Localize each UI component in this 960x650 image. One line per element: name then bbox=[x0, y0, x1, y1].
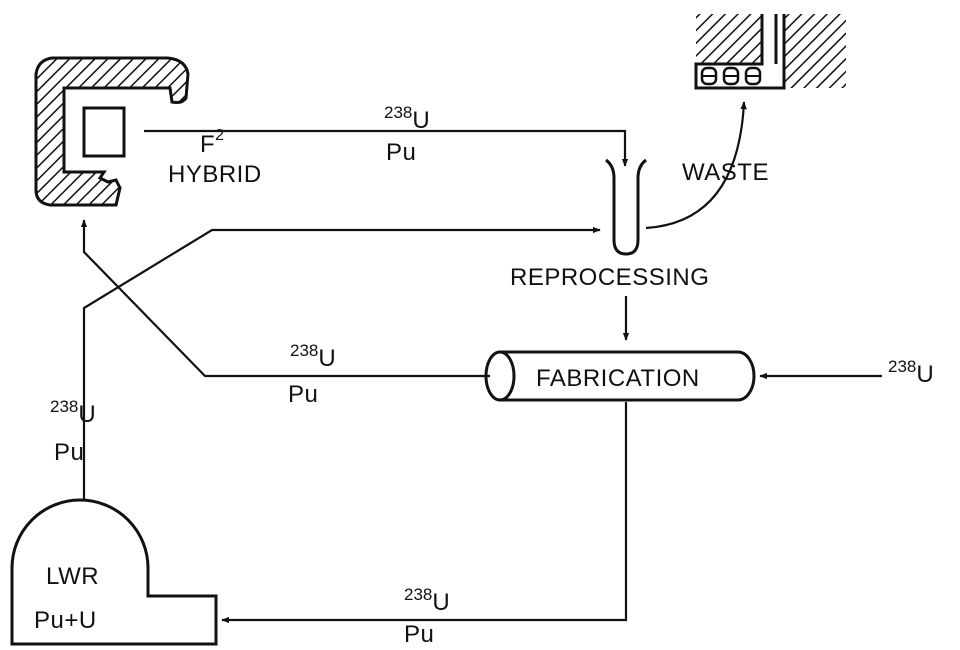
stream-fab-to-hybrid-second: Pu bbox=[288, 381, 318, 408]
hybrid-reactor bbox=[34, 56, 190, 207]
hybrid-core bbox=[82, 106, 126, 158]
fabrication-label: FABRICATION bbox=[536, 365, 700, 392]
flow-reprocessing-to-waste bbox=[645, 101, 747, 230]
stream-feed-isotope: 238U bbox=[888, 357, 934, 388]
waste-canisters bbox=[700, 66, 762, 86]
flow-fabrication-to-lwr bbox=[221, 402, 628, 624]
fabrication-cylinder-end bbox=[484, 350, 516, 402]
stream-fab-to-hybrid-isotope: 238U bbox=[290, 341, 336, 372]
waste-label: WASTE bbox=[682, 159, 769, 186]
flow-fabrication-to-hybrid bbox=[80, 219, 490, 378]
stream-fab-to-lwr-second: Pu bbox=[404, 621, 434, 648]
repository-wall bbox=[694, 14, 786, 90]
waste-repository bbox=[694, 14, 846, 90]
stream-hybrid-out-isotope: 238U bbox=[384, 103, 430, 134]
stream-fab-to-lwr-isotope: 238U bbox=[404, 585, 450, 616]
stream-lwr-out-isotope: 238U bbox=[50, 397, 96, 428]
fabrication-cylinder-body bbox=[500, 350, 756, 402]
hybrid-subtitle: HYBRID bbox=[168, 161, 262, 188]
reprocessing-vessel bbox=[605, 158, 647, 256]
hybrid-shield bbox=[34, 56, 190, 207]
lwr-fuel: Pu+U bbox=[34, 607, 97, 634]
flow-lwr-to-reprocessing bbox=[82, 226, 601, 500]
lwr-name: LWR bbox=[46, 563, 99, 590]
flow-hybrid-to-reprocessing bbox=[144, 129, 629, 167]
repository-ground-left bbox=[696, 14, 762, 64]
lwr-reactor bbox=[10, 498, 218, 646]
fabrication-unit bbox=[484, 350, 756, 402]
stream-hybrid-out-second: Pu bbox=[386, 139, 416, 166]
repository-ground-right bbox=[784, 14, 846, 88]
hybrid-name: F2 bbox=[200, 127, 225, 158]
reprocessing-label: REPROCESSING bbox=[510, 264, 709, 291]
stream-lwr-out-second: Pu bbox=[54, 439, 84, 466]
